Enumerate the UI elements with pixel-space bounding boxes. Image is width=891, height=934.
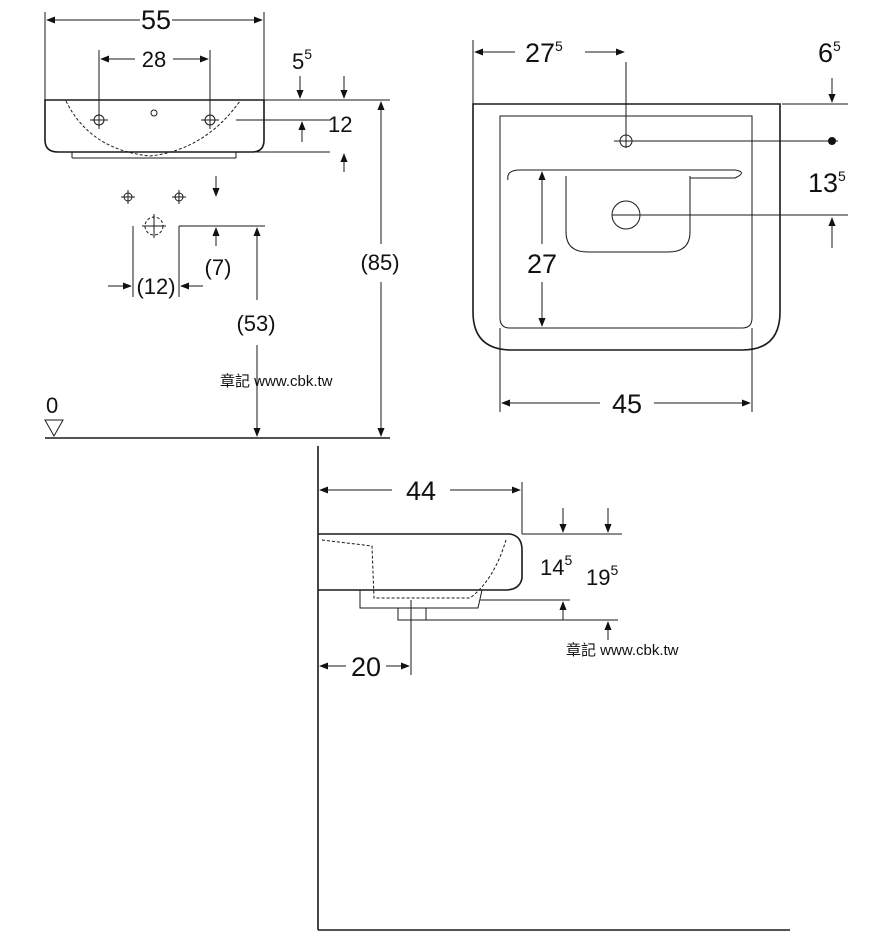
waste-outlet: [142, 214, 166, 238]
basin-side-outline: [318, 533, 523, 591]
valve-left: [121, 190, 135, 204]
dim-edge-offset: 65: [818, 38, 841, 68]
front-elevation: 55 28 55 12: [44, 5, 400, 439]
bowl-plan: [565, 176, 691, 253]
valve-right: [172, 190, 186, 204]
watermark-2: 章記 www.cbk.tw: [566, 641, 679, 659]
dim-outlet-height: (53): [236, 311, 275, 336]
dim-rim: 55: [292, 46, 312, 74]
dim-drain-height-a: 145: [540, 552, 572, 580]
plan-view: 275 65 135 27 45: [472, 38, 848, 419]
dim-valve-drop: (7): [205, 255, 232, 280]
side-view: 44 145 195 20 章記 www.cbk.tw: [317, 446, 790, 931]
dim-width: 55: [141, 5, 171, 35]
dim-drain-offset: 20: [351, 652, 381, 682]
dim-total-height: (85): [360, 250, 399, 275]
basin-inner-outline: [499, 115, 753, 329]
dim-inner-width: 45: [612, 389, 642, 419]
dim-depth: 27: [527, 249, 557, 279]
dim-projection: 44: [406, 476, 436, 506]
basin-front-outline: [44, 99, 265, 153]
floor-level-label: 0: [46, 393, 58, 418]
watermark-1: 章記 www.cbk.tw: [220, 372, 333, 390]
dim-tap-spacing: 28: [142, 47, 166, 72]
dim-valve-spacing: (12): [136, 274, 175, 299]
tap-hole-right: [201, 111, 219, 129]
drain-pipe: [397, 607, 427, 621]
dim-drain-height-b: 195: [586, 562, 618, 590]
dim-basin-height: 12: [328, 112, 352, 137]
bowl-curve: [65, 100, 241, 157]
plan-drain: [611, 200, 641, 230]
dim-outlet-offset: 135: [808, 168, 846, 198]
basin-plan-outline: [472, 103, 781, 351]
tap-hole-left: [90, 111, 108, 129]
dim-tap-offset: 275: [525, 38, 563, 68]
